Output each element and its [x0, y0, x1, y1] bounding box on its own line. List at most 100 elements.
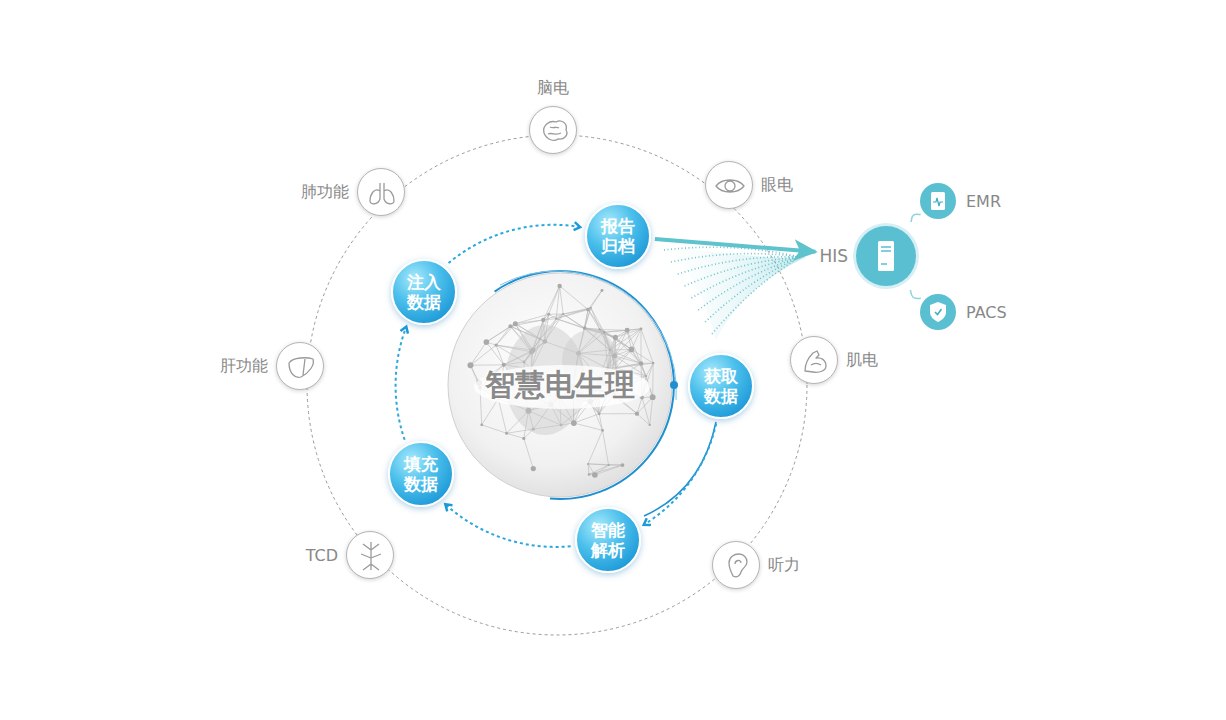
network-dot: [583, 326, 587, 330]
network-line: [590, 401, 602, 430]
network-line: [529, 411, 534, 429]
network-line: [515, 324, 540, 339]
data-streak: [678, 257, 800, 274]
core-globe: 智慧电生理: [448, 273, 672, 497]
network-line: [510, 326, 540, 339]
network-dot: [613, 335, 618, 340]
network-line: [578, 329, 599, 353]
module-icon: TCD: [346, 531, 394, 579]
network-line: [588, 464, 622, 465]
node-label: 脑电: [537, 78, 569, 99]
network-line: [533, 425, 561, 429]
data-streak: [664, 247, 800, 257]
network-line: [637, 397, 642, 413]
network-line: [585, 308, 591, 328]
network-line: [588, 308, 591, 310]
data-streak: [691, 257, 800, 298]
network-line: [604, 332, 631, 349]
network-line: [531, 320, 543, 352]
network-line: [470, 342, 486, 365]
module-symbol: [361, 542, 381, 570]
server-symbol: [856, 226, 916, 286]
network-line: [510, 324, 515, 327]
network-line: [631, 349, 641, 363]
network-line: [504, 352, 532, 365]
network-line: [591, 308, 600, 330]
network-line: [470, 365, 479, 382]
network-line: [529, 405, 551, 411]
node-label: 肺功能: [301, 182, 349, 203]
shield-symbol: [930, 302, 946, 322]
network-line: [563, 308, 591, 314]
subsystem-symbol: [920, 183, 956, 219]
network-line: [480, 388, 482, 425]
network-dot: [635, 411, 639, 415]
network-line: [642, 376, 646, 397]
network-dot: [549, 402, 554, 407]
network-line: [531, 350, 533, 369]
network-line: [610, 337, 616, 350]
network-line: [641, 363, 642, 397]
network-line: [510, 320, 543, 326]
network-line: [531, 342, 545, 369]
network-line: [556, 310, 588, 319]
network-line: [585, 328, 604, 332]
network-line: [589, 465, 622, 474]
network-dot: [484, 339, 490, 345]
network-line: [615, 330, 628, 356]
subsystem-circle: [920, 294, 956, 330]
network-line: [585, 310, 588, 328]
network-line: [524, 352, 531, 362]
network-line: [600, 329, 616, 337]
module-symbol: [544, 121, 567, 140]
outer-ring: [307, 135, 807, 635]
network-line: [545, 314, 563, 341]
module-icon: 眼电: [705, 161, 753, 209]
link-line: [911, 214, 921, 222]
network-line: [600, 329, 627, 331]
network-line: [545, 314, 549, 341]
network-line: [616, 349, 631, 368]
network-line: [588, 310, 600, 330]
node-label: 眼电: [761, 175, 793, 196]
process-circle: 填充数据: [388, 441, 454, 507]
network-line: [574, 414, 599, 423]
network-dot: [494, 343, 497, 346]
network-line: [627, 330, 641, 363]
network-line: [479, 383, 481, 388]
network-line: [578, 328, 584, 353]
link-line: [910, 290, 920, 298]
module-symbol: [347, 532, 395, 580]
network-line: [482, 399, 499, 425]
network-dot: [508, 324, 512, 328]
core-title: 智慧电生理: [485, 365, 635, 406]
step-label: 获取数据: [704, 366, 738, 406]
network-line: [560, 286, 588, 310]
network-dot: [513, 321, 518, 326]
module-symbol: [289, 358, 313, 378]
network-line: [524, 438, 533, 468]
network-line: [543, 319, 556, 320]
network-line: [641, 363, 646, 376]
network-line: [650, 397, 653, 425]
network-line: [610, 330, 627, 350]
network-dot: [502, 363, 506, 367]
network-line: [540, 314, 549, 339]
process-circle: 获取数据: [688, 353, 754, 419]
step-label: 填充数据: [404, 454, 438, 494]
network-line: [470, 365, 480, 388]
network-line: [608, 349, 632, 368]
flow-line: [644, 422, 716, 516]
network-line: [574, 401, 591, 423]
network-line: [600, 329, 610, 350]
network-dot: [526, 408, 532, 414]
network-line: [604, 332, 615, 337]
network-line: [599, 414, 602, 431]
network-line: [588, 464, 590, 475]
module-icon: 肝功能: [276, 342, 324, 390]
network-dot: [640, 395, 644, 399]
arc-dot: [670, 381, 678, 389]
module-symbol: [706, 162, 754, 210]
network-line: [504, 350, 533, 365]
network-line: [589, 474, 595, 475]
